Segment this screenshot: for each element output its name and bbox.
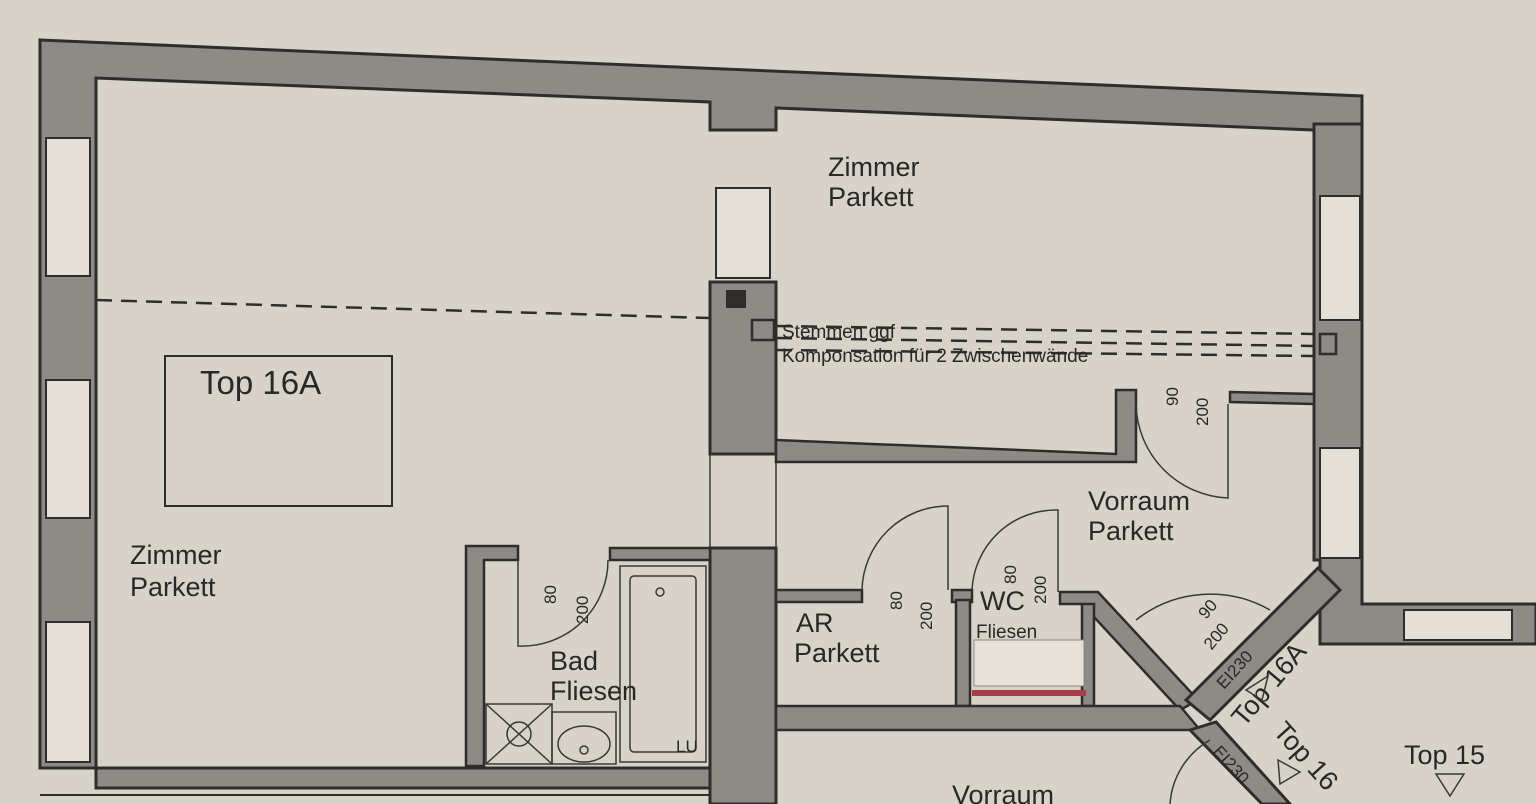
bedroom-door-height: 200: [1193, 398, 1212, 426]
bath-name: Bad: [550, 646, 598, 676]
arrow-top16a-icon: [1244, 674, 1270, 702]
wc-floor: Fliesen: [976, 622, 1037, 643]
entry-arrows: [1244, 674, 1466, 798]
exterior-walls: [38, 38, 1536, 796]
entry-door-width: 90: [1195, 596, 1222, 623]
compensation-note: Komponsation für 2 Zwischenwände: [782, 346, 1088, 367]
windows: [45, 137, 1513, 763]
lower-hall-name: Vorraum: [952, 780, 1054, 804]
arrow-top16-icon: [1277, 758, 1302, 786]
window-left-1: [45, 137, 91, 277]
hall-name: Vorraum: [1088, 486, 1190, 516]
demolition-note: Stemmen ggf: [782, 322, 896, 343]
storage-door-height: 200: [917, 602, 936, 630]
entry-door-height: 200: [1200, 619, 1233, 653]
wc-name: WC: [980, 586, 1025, 616]
bath-door-width: 80: [541, 585, 560, 604]
window-right-3: [1403, 609, 1513, 641]
apartment-label: Top 16A: [200, 364, 321, 401]
neighbor-top15: Top 15: [1404, 740, 1485, 770]
interior-walls: [464, 187, 1343, 804]
hall-floor: Parkett: [1088, 516, 1174, 546]
bath-fixture-label: LU: [676, 737, 698, 756]
neighbor-top16: Top 16: [1268, 716, 1345, 796]
arrow-top15-icon: [1434, 773, 1466, 798]
bath-door-height: 200: [573, 596, 592, 624]
storage-name: AR: [796, 608, 834, 638]
bedroom-floor: Parkett: [828, 182, 914, 212]
window-right-2: [1319, 447, 1361, 559]
wc-door-height: 200: [1031, 576, 1050, 604]
window-left-2: [45, 379, 91, 519]
window-left-3: [45, 621, 91, 763]
bath-floor: Fliesen: [550, 676, 637, 706]
wc-door-width: 80: [1001, 565, 1020, 584]
dashed-lines: [95, 298, 1338, 358]
storage-floor: Parkett: [794, 638, 880, 668]
fixtures: [485, 565, 1086, 765]
bedroom-door-width: 90: [1163, 387, 1182, 406]
living-room-floor: Parkett: [130, 572, 216, 602]
window-right-1: [1319, 195, 1361, 321]
bedroom-name: Zimmer: [828, 152, 919, 182]
door-swings: [517, 403, 1271, 804]
apartment-label-box: [164, 355, 393, 507]
storage-door-width: 80: [887, 591, 906, 610]
living-room-name: Zimmer: [130, 540, 221, 570]
